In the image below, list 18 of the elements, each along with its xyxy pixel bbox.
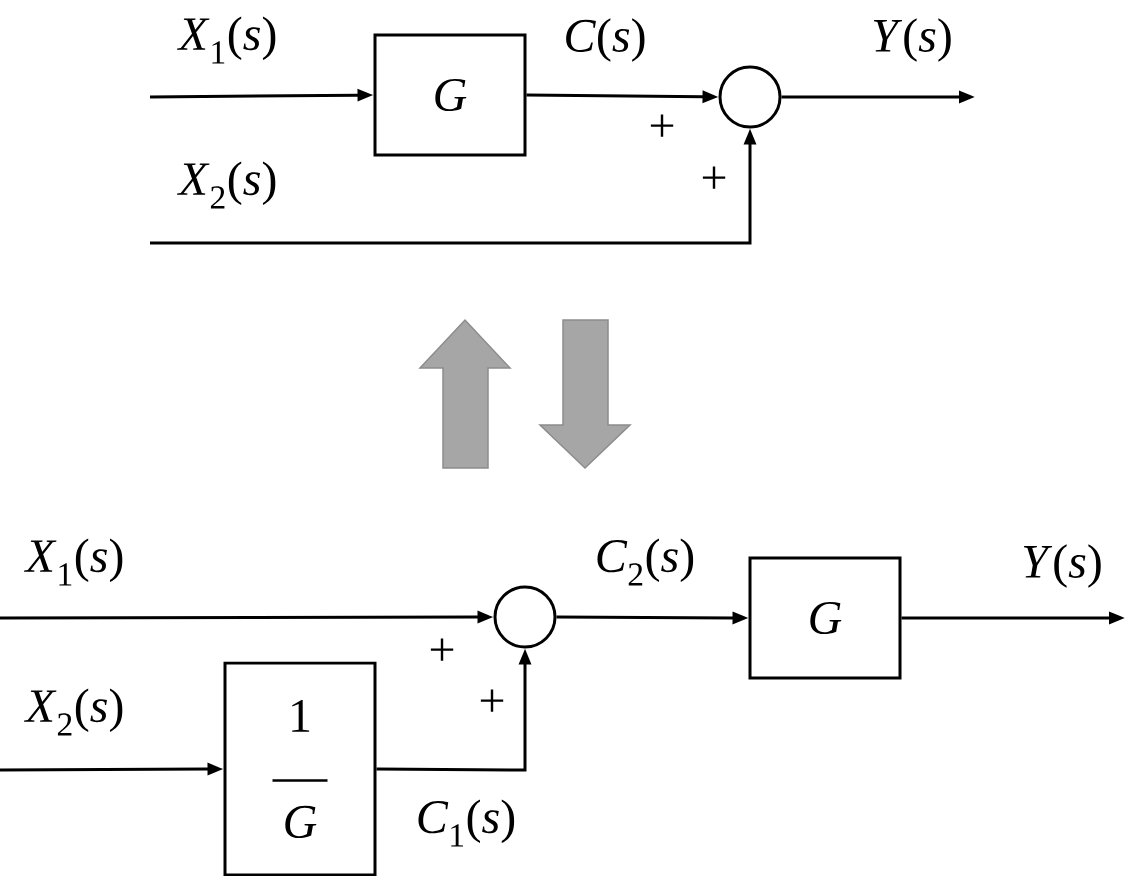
signal-label: Y(s)	[1023, 544, 1101, 588]
signal-label: C$_{1}$(s)	[418, 799, 515, 847]
sign-label: +	[480, 689, 504, 712]
signal-label: C$_{2}$(s)	[597, 538, 694, 586]
summing-junction	[718, 65, 782, 129]
signal-label: X$_{2}$(s)	[24, 688, 123, 736]
block-box: 1 G	[223, 661, 377, 876]
sign-label: +	[430, 638, 454, 661]
summing-junction	[493, 585, 557, 649]
signal-label: C(s)	[566, 18, 645, 62]
signal-label: X$_{1}$(s)	[24, 538, 123, 586]
block-box: G	[373, 33, 527, 157]
sign-label: +	[702, 166, 726, 189]
sign-label: +	[650, 114, 674, 137]
signal-label: Y(s)	[873, 18, 951, 62]
signal-label: X$_{2}$(s)	[177, 161, 276, 209]
block-box: G	[748, 556, 902, 680]
signal-label: X$_{1}$(s)	[177, 16, 276, 64]
